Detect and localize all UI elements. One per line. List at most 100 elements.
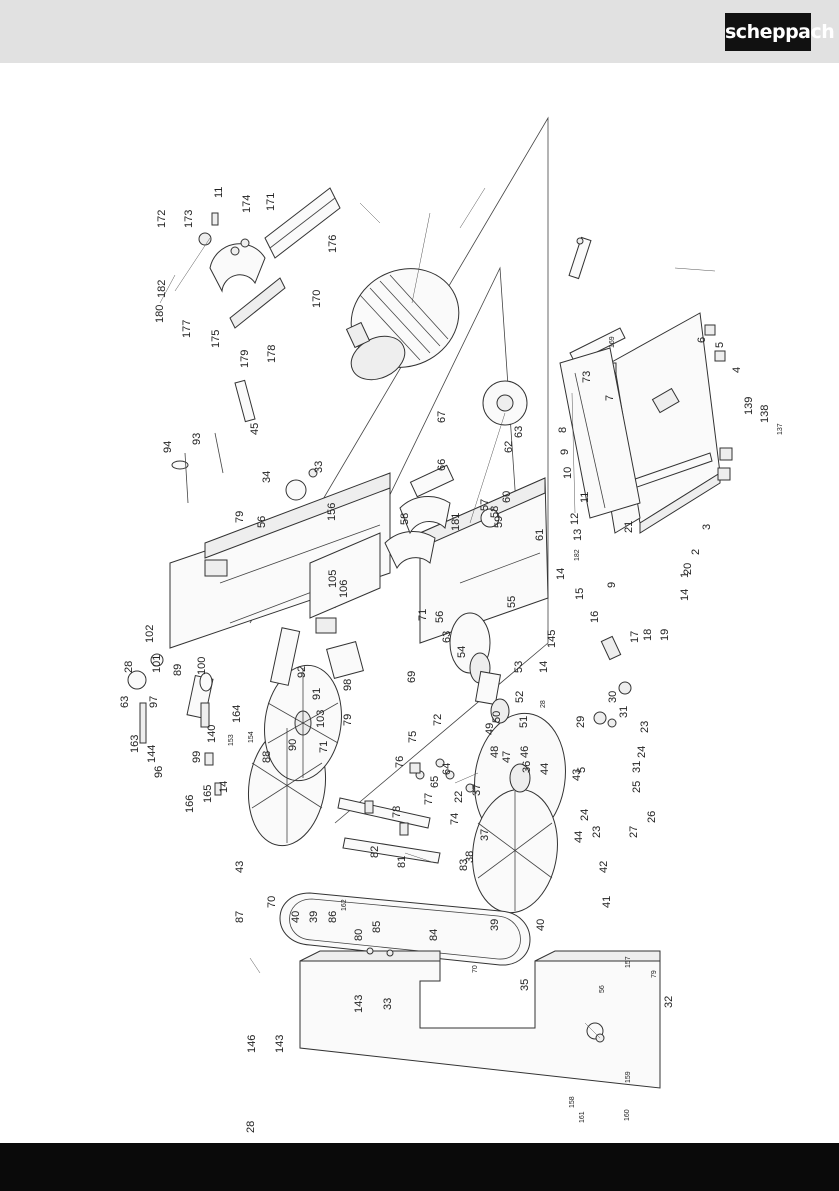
callout-79b: 79 [342, 714, 354, 726]
callout-84: 84 [428, 929, 440, 941]
callout-26: 26 [646, 811, 658, 823]
callout-138: 138 [759, 405, 771, 423]
callout-163: 163 [129, 735, 141, 753]
callout-54: 54 [456, 646, 468, 658]
callout-77: 77 [423, 793, 435, 805]
callout-17: 17 [629, 631, 641, 643]
tension-assembly [171, 379, 318, 504]
callout-59: 59 [493, 516, 505, 528]
callout-44: 44 [539, 763, 551, 775]
callout-139: 139 [743, 397, 755, 415]
callout-94: 94 [162, 441, 174, 453]
table-rod [568, 236, 592, 280]
pulley-stack [449, 612, 510, 724]
callout-28b: 28 [540, 700, 547, 708]
callout-50: 50 [491, 711, 503, 723]
callout-82: 82 [369, 846, 381, 858]
callout-40: 40 [290, 911, 302, 923]
callout-40b: 40 [535, 919, 547, 931]
callout-24: 24 [636, 746, 648, 758]
callout-101: 101 [151, 655, 163, 673]
callout-78: 78 [391, 806, 403, 818]
callout-90: 90 [287, 739, 299, 751]
callout-23b: 23 [591, 826, 603, 838]
callout-30: 30 [607, 691, 619, 703]
callout-64: 64 [441, 763, 453, 775]
fastener-group [409, 635, 632, 793]
callout-99: 99 [191, 751, 203, 763]
callout-33b: 33 [382, 998, 394, 1010]
callout-70b: 70 [472, 965, 479, 973]
callout-58: 58 [399, 513, 411, 525]
callout-137: 137 [777, 423, 784, 435]
callout-79c: 79 [651, 970, 658, 978]
callout-38: 38 [464, 851, 476, 863]
callout-14c: 14 [555, 568, 567, 580]
callout-172: 172 [156, 210, 168, 228]
callout-33: 33 [313, 461, 325, 473]
fence-knobs [704, 324, 733, 481]
callout-58b: 58 [489, 506, 501, 518]
callout-164: 164 [231, 705, 243, 723]
callout-71: 71 [318, 741, 330, 753]
callout-145: 145 [546, 630, 558, 648]
callout-72: 72 [432, 714, 444, 726]
callout-80: 80 [353, 929, 365, 941]
callout-83: 83 [458, 859, 470, 871]
callout-89: 89 [172, 664, 184, 676]
callout-24b: 24 [579, 809, 591, 821]
callout-1: 1 [679, 572, 691, 578]
callout-45: 45 [249, 423, 261, 435]
callout-43: 43 [234, 861, 246, 873]
callout-27: 27 [628, 826, 640, 838]
callout-102: 102 [144, 625, 156, 643]
callout-87: 87 [234, 911, 246, 923]
callout-65: 65 [429, 776, 441, 788]
exploded-parts-diagram: 172 173 11 174 171 176 170 178 179 175 1… [0, 63, 839, 1143]
callout-16: 16 [589, 611, 601, 623]
callout-47: 47 [501, 751, 513, 763]
callout-5b: 5 [576, 767, 588, 773]
callout-28c: 28 [245, 1121, 257, 1133]
page-footer [0, 1143, 839, 1191]
callout-43b: 43 [571, 769, 583, 781]
callout-37: 37 [471, 784, 483, 796]
callout-171: 171 [265, 193, 277, 211]
page-header: scheppach [0, 0, 839, 63]
callout-53: 53 [513, 661, 525, 673]
callout-66: 66 [436, 459, 448, 471]
callout-74: 74 [449, 813, 461, 825]
callout-158: 158 [569, 1096, 576, 1108]
callout-160: 160 [624, 1109, 631, 1121]
callout-14b: 14 [538, 661, 550, 673]
callout-15: 15 [574, 588, 586, 600]
callout-81: 81 [396, 856, 408, 868]
guide-line-upper [249, 116, 549, 824]
callout-170: 170 [311, 290, 323, 308]
callout-98: 98 [342, 679, 354, 691]
callout-56: 56 [256, 516, 268, 528]
callout-86: 86 [327, 911, 339, 923]
callout-56b: 56 [434, 611, 446, 623]
callout-42: 42 [598, 861, 610, 873]
leader-lines [159, 187, 716, 1039]
scheppach-logo: scheppach [725, 13, 835, 51]
callout-93: 93 [191, 433, 203, 445]
callout-100: 100 [196, 657, 208, 675]
callout-143b: 143 [274, 1035, 286, 1053]
saw-blade-inner [289, 898, 521, 960]
callout-154: 154 [248, 731, 255, 743]
callout-12: 12 [569, 513, 581, 525]
callout-48: 48 [489, 746, 501, 758]
callout-29: 29 [575, 716, 587, 728]
callout-67: 67 [436, 411, 448, 423]
rip-fence [559, 347, 641, 519]
callout-20: 20 [682, 563, 694, 575]
callout-14d: 14 [679, 589, 691, 601]
saw-blade [279, 892, 531, 966]
callout-10: 10 [562, 467, 574, 479]
callout-79: 79 [234, 511, 246, 523]
callout-63: 63 [119, 696, 131, 708]
callout-76: 76 [394, 756, 406, 768]
lower-guide-block [315, 617, 364, 679]
